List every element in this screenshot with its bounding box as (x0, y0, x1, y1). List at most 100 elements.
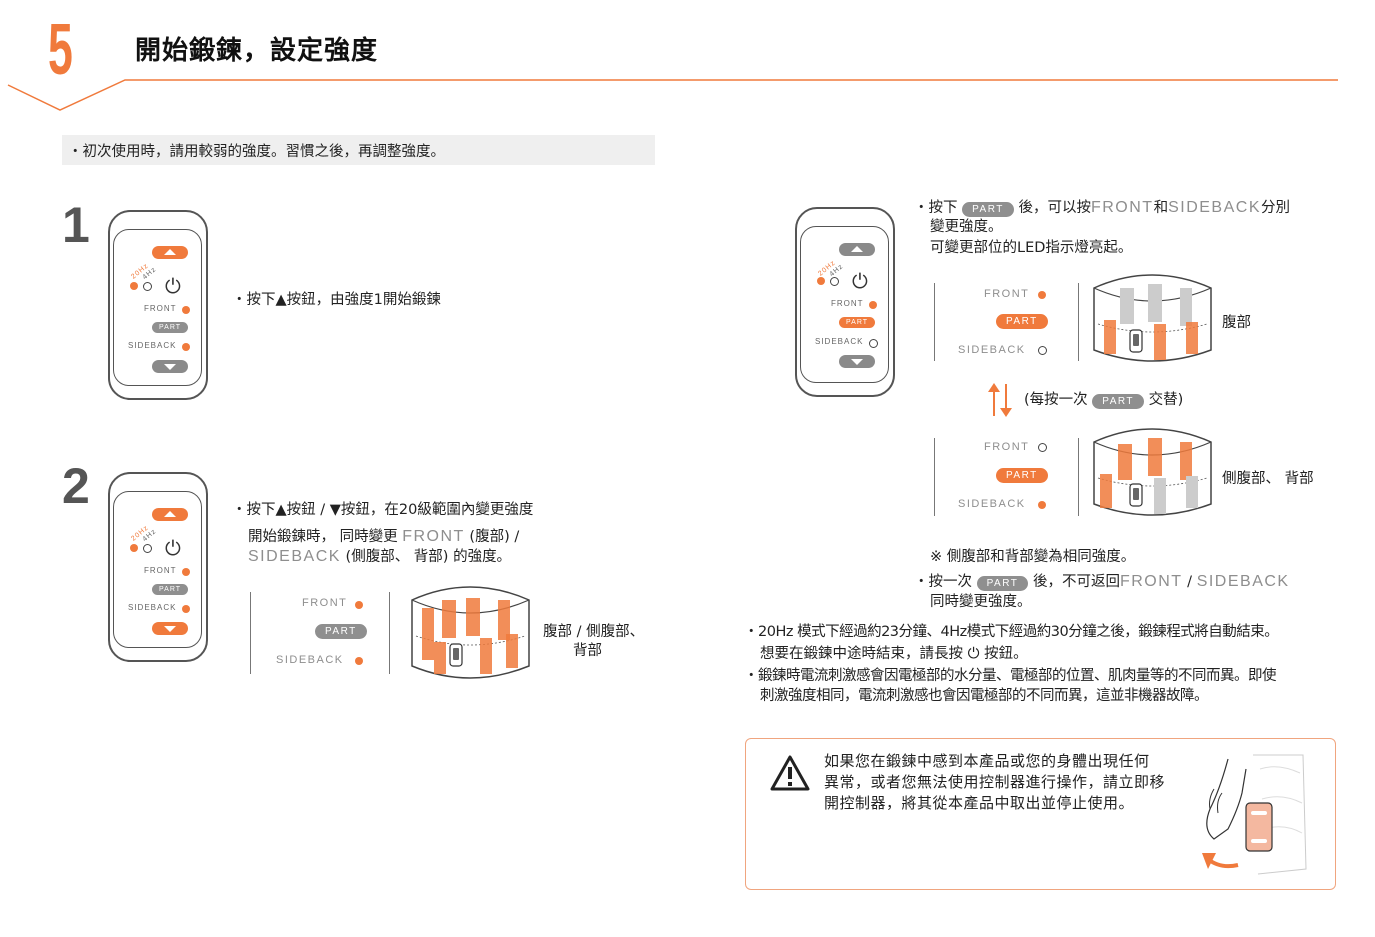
part-inline-pill: PART (1092, 394, 1145, 409)
belt-illustration (411, 586, 530, 679)
part-pill: PART (315, 624, 367, 639)
sideback-led-label: SIDEBACK (958, 498, 1026, 510)
sideback-led-icon (182, 343, 190, 351)
part-once-line-1: ・按一次 PART 後，不可返回FRONT / SIDEBACK (914, 572, 1290, 592)
warning-icon (770, 755, 810, 791)
p2-b: 後，不可返回 (1028, 574, 1120, 590)
region-label-step2-line2: 背部 (573, 643, 602, 659)
hand-removing-controller-illustration (1202, 754, 1307, 875)
front-led-icon (869, 301, 877, 309)
part-inline-pill: PART (976, 576, 1029, 591)
mode-led-icon (130, 544, 138, 552)
step-2-line-2: 開始鍛鍊時， 同時變更 FRONT (腹部) / (248, 527, 519, 547)
part-pill: PART (996, 314, 1048, 329)
stimulus-line-1: ・鍛鍊時電流刺激感會因電極部的水分量、電極部的位置、肌肉量等的不同而異。即使 (744, 668, 1277, 684)
warning-box: 如果您在鍛鍊中感到本產品或您的身體出現任何 異常，或者您無法使用控制器進行操作，… (745, 738, 1336, 890)
side-back-note: ※ 側腹部和背部變為相同強度。 (930, 549, 1136, 565)
front-label: FRONT (831, 299, 864, 308)
down-button (152, 622, 188, 635)
p1-and: 和 (1153, 200, 1169, 216)
front-label: FRONT (144, 566, 177, 575)
notice-text: ・初次使用時，請用較弱的強度。習慣之後，再調整強度。 (68, 144, 445, 160)
mode-led-icon (130, 282, 138, 290)
side-back-label: 側腹部、 背部 (1222, 471, 1314, 487)
led-panel-front (934, 283, 1079, 361)
step-2-line-1: ・按下▲按鈕 / ▼按鈕，在20級範圍內變更強度 (232, 502, 534, 518)
p1-b: 後，可以按 (1013, 200, 1091, 216)
step-2-line-3b: (側腹部、 背部) 的強度。 (340, 549, 512, 565)
part-pill: PART (996, 468, 1048, 483)
toggle-a: (每按一次 (1024, 392, 1093, 408)
up-button (152, 246, 188, 259)
sideback-led-icon (869, 339, 878, 348)
warning-line-2: 異常，或者您無法使用控制器進行操作，請立即移 (824, 773, 1166, 791)
part-once-line-2: 同時變更強度。 (930, 594, 1032, 610)
controller-illustration-2: 20Hz 4Hz ⏻ FRONT PART SIDEBACK (108, 472, 208, 662)
stimulus-line-2: 刺激強度相同，電流刺激感也會因電極部的不同而異，這並非機器故障。 (760, 688, 1209, 704)
p2-slash: / (1182, 574, 1197, 590)
header-rule (7, 79, 1338, 111)
front-led-icon (1038, 443, 1047, 452)
toggle-b: 交替) (1144, 392, 1184, 408)
p1-a: ・按下 (914, 200, 963, 216)
mode-led-off-icon (143, 282, 152, 291)
b1-line2-a: 想要在鍛鍊中途時結束，請長按 (760, 646, 968, 662)
part-button: PART (152, 584, 189, 595)
power-icon: ⏻ (165, 274, 181, 298)
front-inline-label: FRONT (1090, 199, 1154, 216)
step-1-number: 1 (62, 197, 90, 253)
controller-illustration: 20Hz 4Hz ⏻ FRONT PART SIDEBACK (108, 210, 208, 400)
step-2-line-2a: 開始鍛鍊時， 同時變更 (248, 529, 403, 545)
p2-a: ・按一次 (914, 574, 977, 590)
up-button (839, 243, 875, 256)
step-2-line-3: SIDEBACK (側腹部、 背部) 的強度。 (248, 547, 511, 567)
sideback-led-icon (1038, 501, 1046, 509)
auto-end-line-1: ・20Hz 模式下經過約23分鐘、4Hz模式下經過約30分鐘之後，鍛鍊程式將自動… (744, 624, 1279, 640)
step-1-text: ・按下▲按鈕，由強度1開始鍛鍊 (232, 292, 441, 308)
front-led-icon (1038, 291, 1046, 299)
sideback-led-icon (182, 605, 190, 613)
front-led-label: FRONT (984, 288, 1030, 300)
step-number: 5 (48, 10, 73, 90)
auto-end-line-2: 想要在鍛鍊中途時結束，請長按 ⏻ 按鈕。 (760, 643, 1028, 664)
sideback-led-label: SIDEBACK (958, 344, 1026, 356)
down-button (152, 360, 188, 373)
front-label: FRONT (144, 304, 177, 313)
controller-illustration-3: 20Hz 4Hz ⏻ FRONT PART SIDEBACK (795, 207, 895, 397)
power-icon: ⏻ (165, 536, 181, 560)
step-2-number: 2 (62, 458, 90, 514)
power-icon: ⏻ (852, 269, 868, 293)
p1-c: 分別 (1261, 200, 1290, 216)
belt-side-back-illustration (1093, 428, 1212, 516)
mode-led-icon (817, 277, 825, 285)
toggle-note: (每按一次 PART 交替) (1024, 390, 1183, 410)
front-led-icon (355, 601, 363, 609)
sideback-inline-label: SIDEBACK (1168, 199, 1261, 216)
sideback-label: SIDEBACK (815, 337, 864, 346)
front-inline-label: FRONT (402, 528, 465, 545)
sideback-label: SIDEBACK (128, 603, 177, 612)
toggle-arrows-icon (988, 383, 1012, 417)
front-inline-label: FRONT (1119, 573, 1183, 590)
sideback-led-label: SIDEBACK (276, 654, 344, 666)
front-led-icon (182, 568, 190, 576)
part-inline-pill: PART (962, 202, 1014, 217)
led-panel-sideback (934, 438, 1079, 516)
sideback-label: SIDEBACK (128, 341, 177, 350)
region-label-step2: 腹部 / 側腹部、 (543, 624, 645, 640)
power-icon: ⏻ (967, 644, 980, 662)
sideback-inline-label: SIDEBACK (248, 548, 341, 565)
led-panel (250, 592, 390, 674)
part-instruction-line-1: ・按下 PART 後，可以按FRONT和SIDEBACK分別 (914, 198, 1290, 218)
up-button (152, 508, 188, 521)
down-button (839, 355, 875, 368)
notice-bar: ・初次使用時，請用較弱的強度。習慣之後，再調整強度。 (62, 135, 655, 165)
b1-line2-b: 按鈕。 (979, 646, 1028, 662)
part-instruction-line-3: 可變更部位的LED指示燈亮起。 (930, 240, 1133, 256)
mode-led-off-icon (830, 277, 839, 286)
abdomen-label: 腹部 (1222, 315, 1251, 331)
warning-line-1: 如果您在鍛鍊中感到本產品或您的身體出現任何 (824, 752, 1150, 770)
step-2-line-2c: (腹部) / (464, 529, 520, 545)
mode-led-off-icon (143, 544, 152, 553)
warning-line-3: 開控制器，將其從本產品中取出並停止使用。 (824, 794, 1135, 812)
